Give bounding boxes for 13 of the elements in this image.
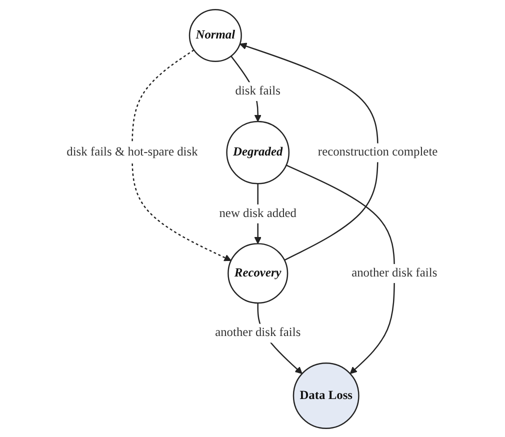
edge-label: disk fails xyxy=(236,84,281,98)
edge-label: new disk added xyxy=(220,206,297,220)
edge-label: disk fails & hot-spare disk xyxy=(66,145,198,158)
node-circle: Degraded xyxy=(226,120,290,184)
arrow xyxy=(132,48,232,261)
edge-label: another disk fails xyxy=(352,266,438,280)
edge-label: reconstruction complete xyxy=(318,145,438,158)
arrow xyxy=(240,42,379,260)
node-circle: Recovery xyxy=(228,242,288,304)
node-circle: Data Loss xyxy=(293,362,360,428)
edge-label: another disk fails xyxy=(215,326,302,339)
node-circle: Normal xyxy=(189,8,242,62)
arrow xyxy=(286,164,396,374)
